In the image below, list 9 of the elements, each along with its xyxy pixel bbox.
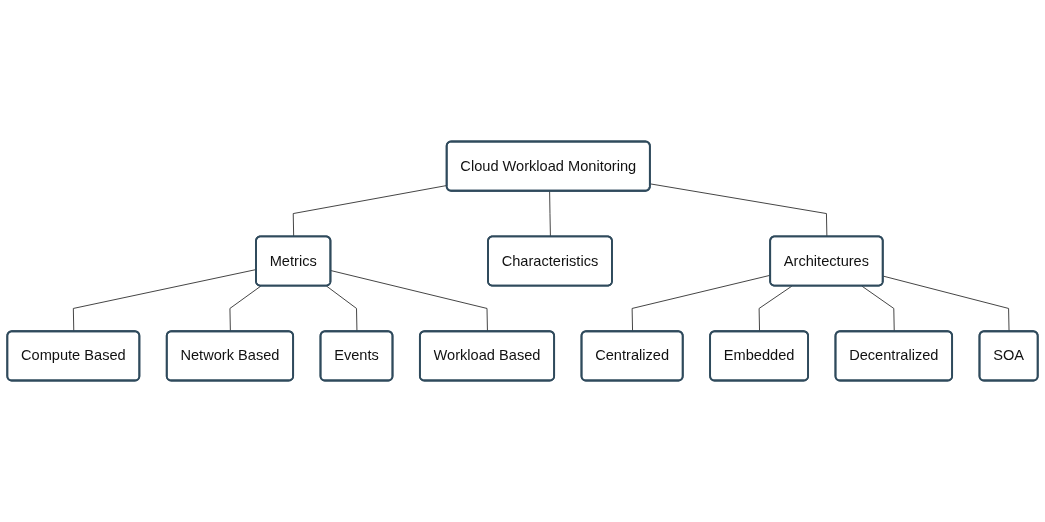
- connector: [72, 269, 257, 333]
- connector: [758, 285, 793, 333]
- connector: [229, 285, 262, 333]
- connector: [649, 183, 828, 238]
- connector: [330, 270, 488, 333]
- connector: [549, 190, 551, 238]
- connector: [326, 285, 358, 333]
- connector: [882, 275, 1010, 333]
- connector: [861, 285, 895, 333]
